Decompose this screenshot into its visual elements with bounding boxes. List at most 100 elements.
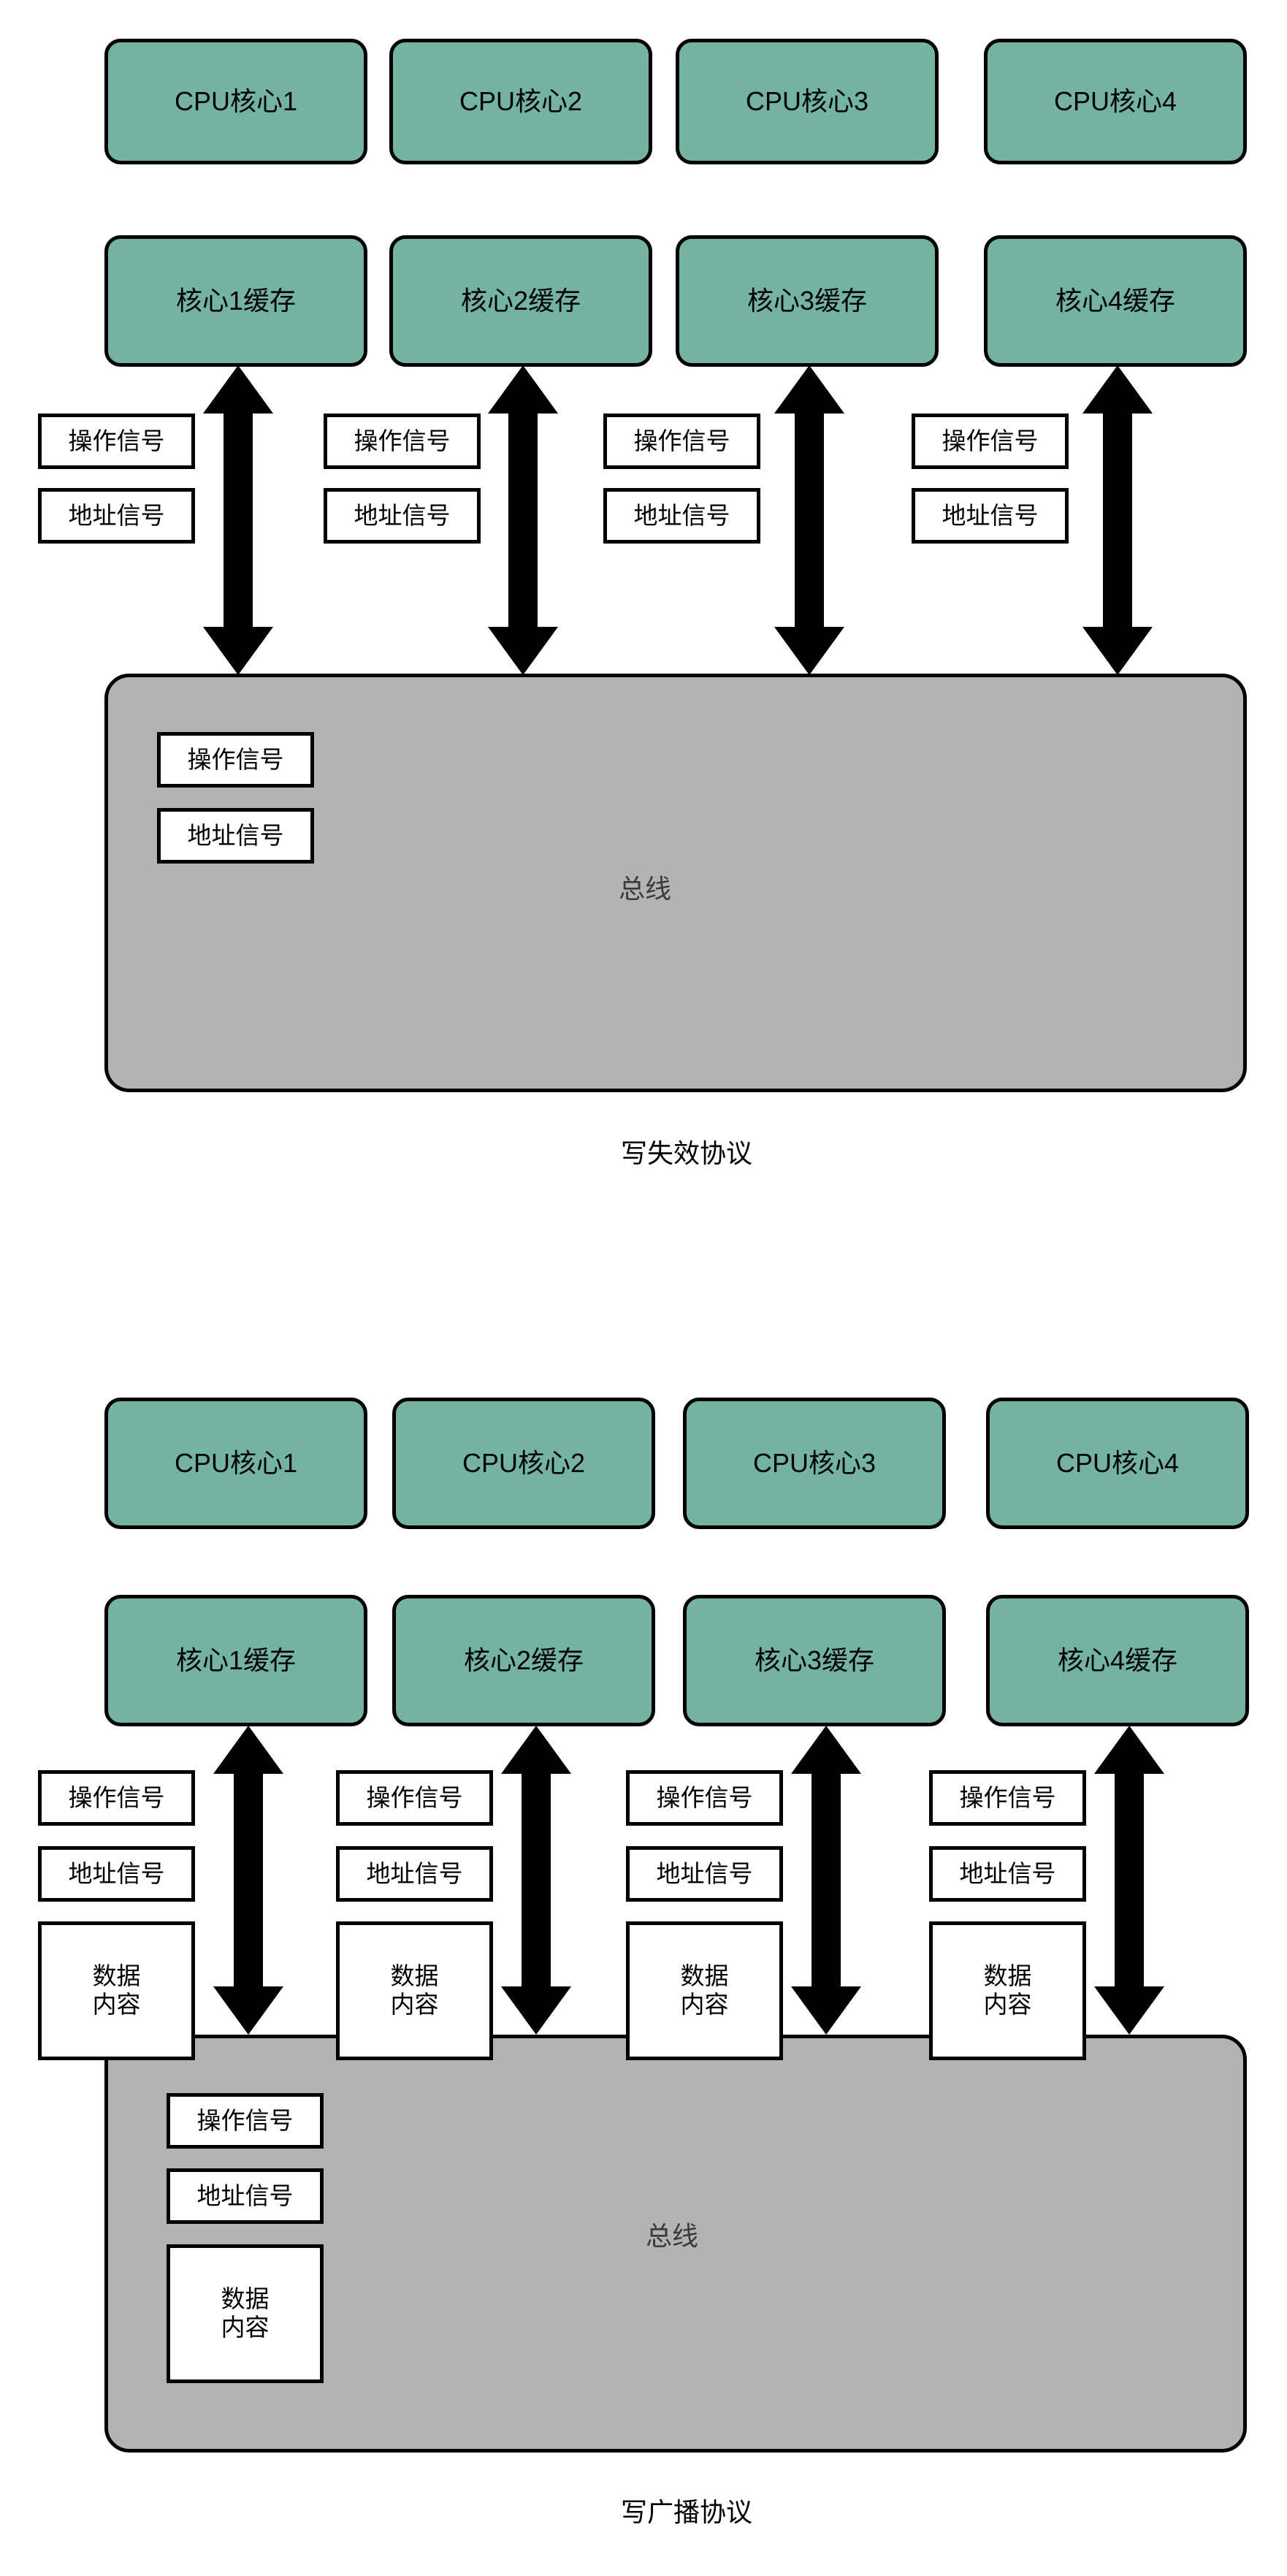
cache-label: 核心4缓存 xyxy=(1055,286,1176,316)
bus-link-arrow-2 xyxy=(488,365,558,675)
cpu-core-label: CPU核心4 xyxy=(1055,1448,1180,1479)
cache-box-2[interactable]: 核心2缓存 xyxy=(392,1595,655,1726)
signal-label-line1: 数据 xyxy=(680,1962,729,1990)
link-signal-box-op-3: 操作信号 xyxy=(626,1770,783,1826)
link-signal-box-op-4: 操作信号 xyxy=(929,1770,1086,1826)
bus-signal-box-data: 数据 内容 xyxy=(167,2244,324,2383)
cpu-core-box-4[interactable]: CPU核心4 xyxy=(986,1398,1249,1529)
bus-link-arrow-2 xyxy=(501,1726,571,2035)
bus-signal-box-addr: 地址信号 xyxy=(157,808,314,864)
cpu-core-box-3[interactable]: CPU核心3 xyxy=(683,1398,946,1529)
diagram-write-invalidate: CPU核心1 CPU核心2 CPU核心3 CPU核心4 核心1缓存 核心2缓存 … xyxy=(0,0,1287,1198)
cache-label: 核心3缓存 xyxy=(754,1645,875,1676)
signal-label: 操作信号 xyxy=(959,1783,1056,1811)
cache-label: 核心1缓存 xyxy=(175,286,297,316)
cpu-core-label: CPU核心3 xyxy=(745,86,869,117)
signal-label: 地址信号 xyxy=(68,501,165,529)
link-signal-box-addr-4: 地址信号 xyxy=(912,488,1069,544)
cache-box-4[interactable]: 核心4缓存 xyxy=(984,235,1247,367)
signal-label: 操作信号 xyxy=(942,427,1039,454)
cache-box-1[interactable]: 核心1缓存 xyxy=(104,235,367,367)
link-signal-box-op-3: 操作信号 xyxy=(603,414,760,469)
cache-label: 核心3缓存 xyxy=(746,286,868,316)
signal-label: 地址信号 xyxy=(366,1859,463,1887)
cache-label: 核心4缓存 xyxy=(1057,1645,1178,1676)
diagram-caption: 写失效协议 xyxy=(620,1138,753,1168)
bus-link-arrow-1 xyxy=(203,365,273,675)
bus-signal-box-op: 操作信号 xyxy=(157,732,314,788)
link-signal-box-op-4: 操作信号 xyxy=(912,414,1069,469)
cpu-core-label: CPU核心4 xyxy=(1053,86,1177,117)
diagram-write-broadcast: CPU核心1 CPU核心2 CPU核心3 CPU核心4 核心1缓存 核心2缓存 … xyxy=(0,1373,1287,2576)
signal-label: 操作信号 xyxy=(68,1783,165,1811)
signal-label-line2: 内容 xyxy=(680,1991,729,2018)
bus-link-arrow-1 xyxy=(213,1726,283,2035)
signal-label: 地址信号 xyxy=(959,1859,1056,1887)
cache-label: 核心2缓存 xyxy=(463,1645,584,1676)
cpu-core-box-1[interactable]: CPU核心1 xyxy=(104,1398,367,1529)
cpu-core-label: CPU核心3 xyxy=(752,1448,877,1479)
diagram-caption: 写广播协议 xyxy=(620,2497,753,2527)
signal-label: 地址信号 xyxy=(68,1859,165,1887)
link-signal-box-addr-4: 地址信号 xyxy=(929,1846,1086,1902)
cache-box-1[interactable]: 核心1缓存 xyxy=(104,1595,367,1726)
bus-signal-box-op: 操作信号 xyxy=(167,2093,324,2149)
signal-label: 地址信号 xyxy=(196,2181,294,2209)
signal-label: 操作信号 xyxy=(633,427,730,454)
bus-label: 总线 xyxy=(618,874,672,904)
link-signal-box-data-4: 数据 内容 xyxy=(929,1921,1086,2060)
signal-label: 地址信号 xyxy=(633,501,730,529)
link-signal-box-addr-1: 地址信号 xyxy=(38,488,195,544)
signal-label-line1: 数据 xyxy=(983,1962,1032,1990)
link-signal-box-data-1: 数据 内容 xyxy=(38,1921,195,2060)
signal-label: 地址信号 xyxy=(656,1859,753,1887)
link-signal-box-data-3: 数据 内容 xyxy=(626,1921,783,2060)
cache-box-4[interactable]: 核心4缓存 xyxy=(986,1595,1249,1726)
cache-label: 核心1缓存 xyxy=(175,1645,297,1676)
signal-label-line2: 内容 xyxy=(983,1991,1032,2018)
cpu-core-box-3[interactable]: CPU核心3 xyxy=(676,39,939,164)
bus-link-arrow-4 xyxy=(1082,365,1153,675)
link-signal-box-addr-1: 地址信号 xyxy=(38,1846,195,1902)
link-signal-box-op-1: 操作信号 xyxy=(38,414,195,469)
signal-label: 地址信号 xyxy=(187,821,284,849)
signal-label: 地址信号 xyxy=(942,501,1039,529)
cache-box-2[interactable]: 核心2缓存 xyxy=(389,235,652,367)
bus-label: 总线 xyxy=(645,2221,699,2251)
link-signal-box-op-2: 操作信号 xyxy=(336,1770,493,1826)
cache-box-3[interactable]: 核心3缓存 xyxy=(683,1595,946,1726)
bus-link-arrow-4 xyxy=(1094,1726,1164,2035)
cpu-core-label: CPU核心2 xyxy=(462,1448,586,1479)
link-signal-box-addr-3: 地址信号 xyxy=(603,488,760,544)
bus-signal-box-addr: 地址信号 xyxy=(167,2168,324,2224)
cpu-core-box-2[interactable]: CPU核心2 xyxy=(392,1398,655,1529)
signal-label: 操作信号 xyxy=(656,1783,753,1811)
signal-label: 操作信号 xyxy=(68,427,165,454)
cache-label: 核心2缓存 xyxy=(460,286,581,316)
bus-link-arrow-3 xyxy=(774,365,844,675)
link-signal-box-addr-2: 地址信号 xyxy=(336,1846,493,1902)
signal-label: 操作信号 xyxy=(187,745,284,773)
cpu-core-label: CPU核心1 xyxy=(174,1448,298,1479)
signal-label-line2: 内容 xyxy=(92,1991,141,2018)
cpu-core-label: CPU核心2 xyxy=(459,86,583,117)
signal-label: 操作信号 xyxy=(354,427,451,454)
signal-label: 地址信号 xyxy=(354,501,451,529)
signal-label-line1: 数据 xyxy=(221,2285,270,2313)
cpu-core-box-4[interactable]: CPU核心4 xyxy=(984,39,1247,164)
link-signal-box-addr-3: 地址信号 xyxy=(626,1846,783,1902)
bus-link-arrow-3 xyxy=(791,1726,861,2035)
signal-label-line2: 内容 xyxy=(221,2314,270,2341)
cache-box-3[interactable]: 核心3缓存 xyxy=(676,235,939,367)
signal-label: 操作信号 xyxy=(196,2106,294,2134)
signal-label-line2: 内容 xyxy=(390,1991,439,2018)
link-signal-box-op-2: 操作信号 xyxy=(324,414,481,469)
cpu-core-label: CPU核心1 xyxy=(174,86,298,117)
signal-label-line1: 数据 xyxy=(390,1962,439,1990)
link-signal-box-data-2: 数据 内容 xyxy=(336,1921,493,2060)
signal-label-line1: 数据 xyxy=(92,1962,141,1990)
signal-label: 操作信号 xyxy=(366,1783,463,1811)
cpu-core-box-2[interactable]: CPU核心2 xyxy=(389,39,652,164)
cpu-core-box-1[interactable]: CPU核心1 xyxy=(104,39,367,164)
